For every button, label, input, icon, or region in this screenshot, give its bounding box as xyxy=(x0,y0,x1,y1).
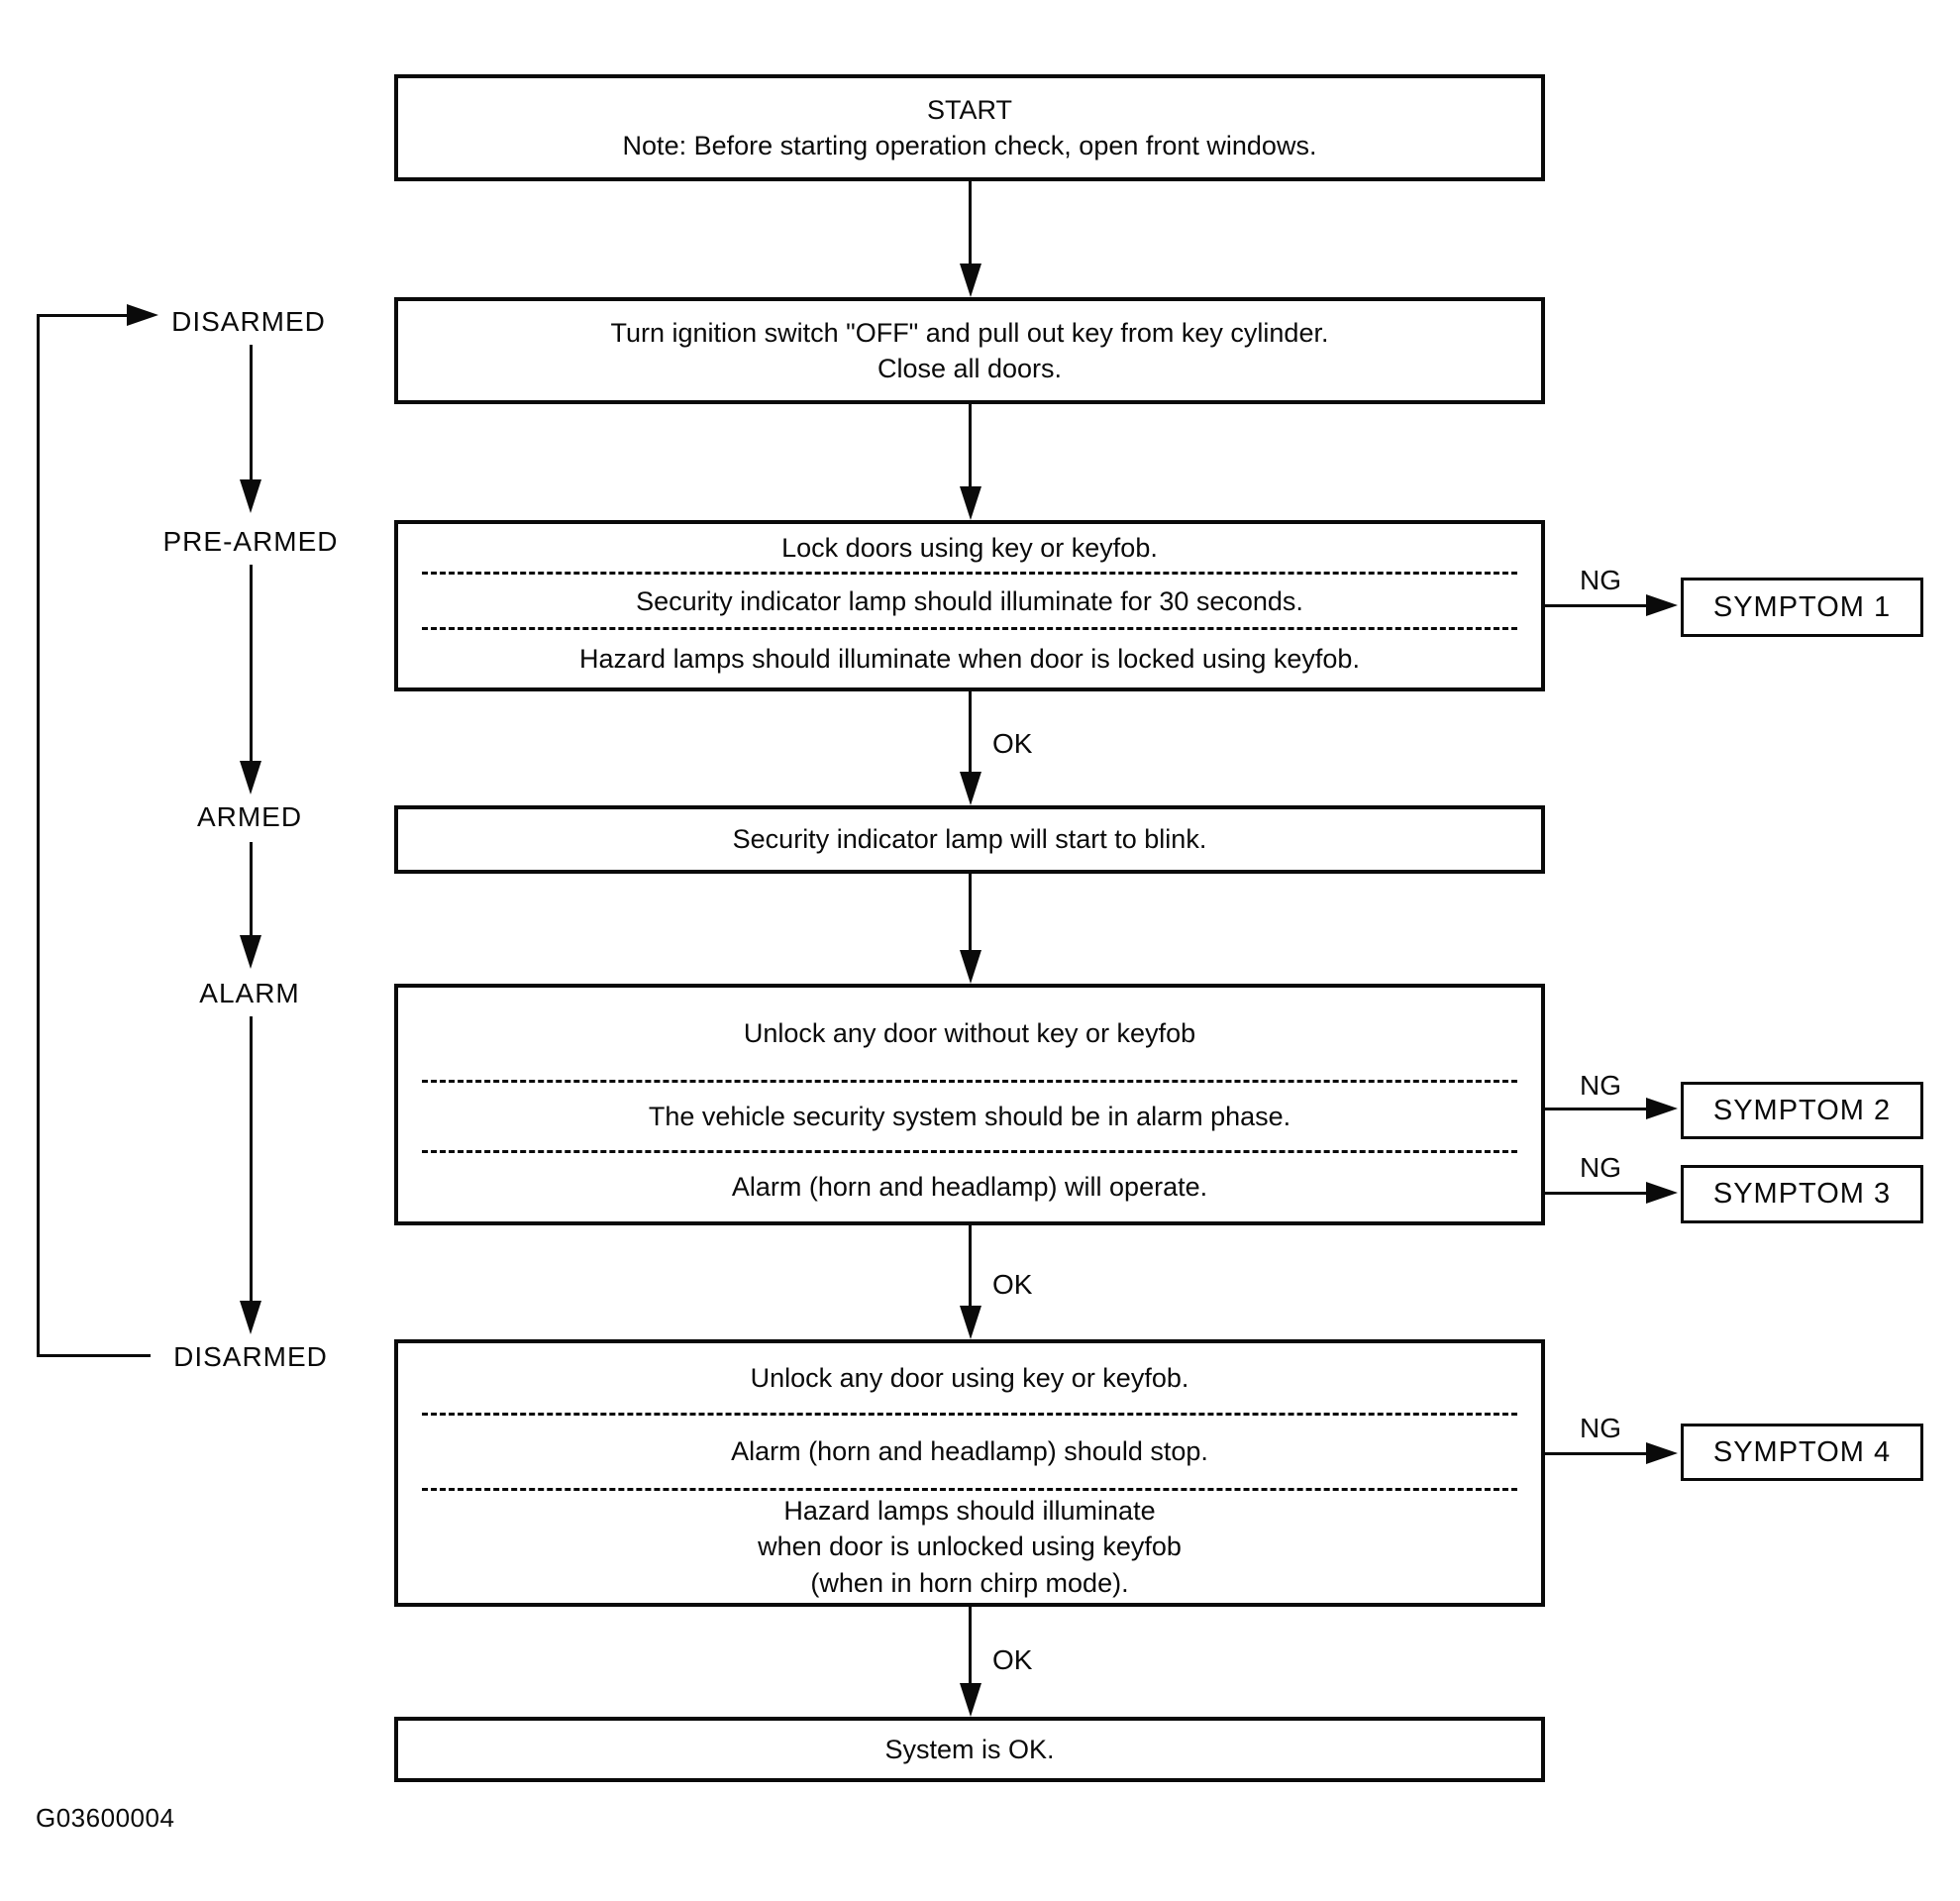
arrowhead-down-icon xyxy=(960,950,981,984)
start-title: START xyxy=(926,94,1012,125)
arrowhead-down-icon xyxy=(240,935,261,969)
state-connector-4-line xyxy=(250,1016,253,1301)
symptom-4-box: SYMPTOM 4 xyxy=(1681,1424,1923,1481)
flow-connector-1-line xyxy=(969,181,972,264)
figure-id-label: G03600004 xyxy=(36,1803,175,1833)
step-text: Hazard lamps should illuminate when door… xyxy=(579,644,1360,675)
dashed-divider xyxy=(422,1487,1517,1491)
dashed-divider xyxy=(422,1080,1517,1084)
arrowhead-down-icon xyxy=(960,772,981,805)
arrowhead-down-icon xyxy=(240,761,261,794)
step-text: Unlock any door without key or keyfob xyxy=(743,1018,1196,1049)
ng-connector-2-line xyxy=(1545,1108,1646,1110)
arrowhead-down-icon xyxy=(240,1301,261,1334)
arrowhead-down-icon xyxy=(240,479,261,513)
dashed-divider xyxy=(422,1413,1517,1417)
step-text: Alarm (horn and headlamp) will operate. xyxy=(731,1172,1208,1203)
flow-connector-6-line xyxy=(969,1607,972,1683)
state-label-disarmed-bottom: DISARMED xyxy=(173,1341,328,1372)
state-label-pre-armed: PRE-ARMED xyxy=(162,526,339,557)
start-note: Note: Before starting operation check, o… xyxy=(622,131,1317,160)
arrowhead-right-icon xyxy=(127,304,158,326)
step-text: Unlock any door using key or keyfob. xyxy=(750,1362,1189,1393)
flow-box-start: START Note: Before starting operation ch… xyxy=(394,74,1545,181)
flow-connector-4-line xyxy=(969,874,972,950)
flow-box-lamp-blink: Security indicator lamp will start to bl… xyxy=(394,805,1545,874)
flow-box-system-ok: System is OK. xyxy=(394,1717,1545,1782)
flow-box-unlock-without-key: Unlock any door without key or keyfob Th… xyxy=(394,984,1545,1225)
state-connector-2-line xyxy=(250,565,253,761)
symptom-2-box: SYMPTOM 2 xyxy=(1681,1082,1923,1139)
flow-connector-5-line xyxy=(969,1225,972,1306)
step-text: Close all doors. xyxy=(877,354,1063,383)
state-connector-1-line xyxy=(250,345,253,479)
flow-box-unlock-with-key: Unlock any door using key or keyfob. Ala… xyxy=(394,1339,1545,1607)
ng-label-3: NG xyxy=(1580,1152,1621,1183)
arrowhead-right-icon xyxy=(1646,1442,1678,1464)
ng-connector-4-line xyxy=(1545,1452,1646,1455)
dashed-divider xyxy=(422,572,1517,576)
ok-label-2: OK xyxy=(992,1269,1033,1300)
arrowhead-right-icon xyxy=(1646,594,1678,616)
flow-box-ignition-off: Turn ignition switch "OFF" and pull out … xyxy=(394,297,1545,404)
flow-box-lock-doors: Lock doors using key or keyfob. Security… xyxy=(394,520,1545,691)
ng-label-4: NG xyxy=(1580,1413,1621,1443)
arrowhead-down-icon xyxy=(960,264,981,297)
state-label-armed: ARMED xyxy=(196,801,303,832)
loop-rail-vertical-line xyxy=(37,314,40,1357)
step-text-line: (when in horn chirp mode). xyxy=(810,1567,1129,1598)
step-text-multiline: Hazard lamps should illuminate when door… xyxy=(398,1491,1541,1603)
step-text: Lock doors using key or keyfob. xyxy=(781,532,1158,563)
loop-rail-top-line xyxy=(37,314,127,317)
dashed-divider xyxy=(422,1149,1517,1153)
ng-connector-1-line xyxy=(1545,604,1646,607)
state-connector-3-line xyxy=(250,842,253,935)
symptom-1-box: SYMPTOM 1 xyxy=(1681,578,1923,637)
flow-connector-2-line xyxy=(969,404,972,486)
arrowhead-right-icon xyxy=(1646,1098,1678,1119)
step-text: Alarm (horn and headlamp) should stop. xyxy=(731,1436,1208,1467)
step-text: Turn ignition switch "OFF" and pull out … xyxy=(610,317,1329,348)
ok-label-3: OK xyxy=(992,1644,1033,1675)
state-label-alarm: ALARM xyxy=(199,978,300,1008)
step-text-line: Hazard lamps should illuminate xyxy=(783,1495,1156,1526)
ng-label-1: NG xyxy=(1580,565,1621,595)
step-text-line: when door is unlocked using keyfob xyxy=(758,1531,1182,1562)
arrowhead-right-icon xyxy=(1646,1182,1678,1204)
step-text: System is OK. xyxy=(884,1734,1055,1764)
arrowhead-down-icon xyxy=(960,1306,981,1339)
step-text: The vehicle security system should be in… xyxy=(648,1101,1291,1131)
ok-label-1: OK xyxy=(992,728,1033,759)
step-text: Security indicator lamp should illuminat… xyxy=(636,585,1303,616)
flow-connector-3-line xyxy=(969,691,972,772)
ng-label-2: NG xyxy=(1580,1070,1621,1101)
arrowhead-down-icon xyxy=(960,486,981,520)
state-label-disarmed-top: DISARMED xyxy=(171,306,326,337)
symptom-3-box: SYMPTOM 3 xyxy=(1681,1165,1923,1223)
arrowhead-down-icon xyxy=(960,1683,981,1717)
loop-rail-bottom-line xyxy=(37,1354,151,1357)
dashed-divider xyxy=(422,627,1517,631)
step-text: Security indicator lamp will start to bl… xyxy=(732,824,1207,855)
ng-connector-3-line xyxy=(1545,1192,1646,1195)
